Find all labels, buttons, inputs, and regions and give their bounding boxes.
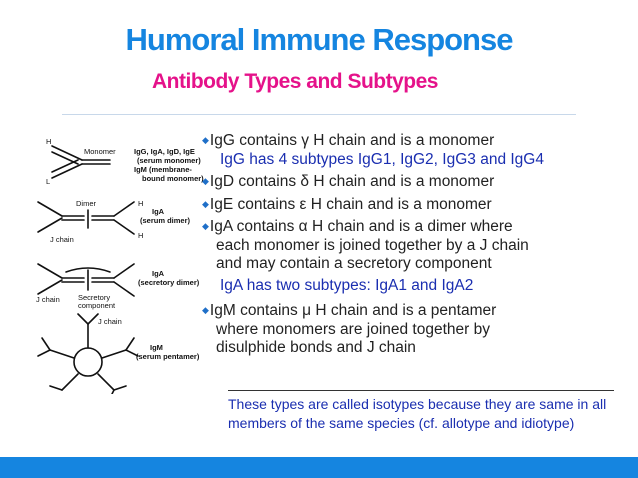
serum-pentamer-label: (serum pentamer): [136, 352, 200, 361]
slide-subtitle: Antibody Types and Subtypes: [152, 70, 438, 93]
monomer-label: Monomer: [84, 147, 116, 156]
diamond-bullet-icon: ◆: [202, 305, 209, 315]
iga-label-2: IgA: [152, 269, 165, 278]
l-label: L: [46, 177, 50, 186]
h-label: H: [46, 137, 51, 146]
title-divider: [62, 114, 576, 115]
bullet-iga-line-3: and may contain a secretory component: [216, 255, 492, 272]
bullet-igm: ◆IgM contains μ H chain and is a pentame…: [202, 302, 497, 319]
iga-label: IgA: [152, 207, 165, 216]
bullet-ige: ◆IgE contains ε H chain and is a monomer: [202, 195, 492, 213]
j-chain-label-2: J chain: [36, 295, 60, 304]
subtext-iga: IgA has two subtypes: IgA1 and IgA2: [220, 276, 474, 294]
slide-title: Humoral Immune Response: [125, 22, 514, 57]
monomer-note: (serum monomer): [137, 156, 201, 165]
diamond-bullet-icon: ◆: [202, 176, 209, 186]
bullet-iga-line-2: each monomer is joined together by a J c…: [216, 236, 529, 254]
bullet-list: ◆IgG contains γ H chain and is a monomer…: [202, 131, 634, 358]
note-divider: [228, 390, 614, 391]
igm-membrane-label-2: bound monomer): [142, 174, 204, 183]
bullet-igm-line-2: where monomers are joined together by: [216, 320, 490, 338]
bullet-iga: ◆IgA contains α H chain and is a dimer w…: [202, 218, 513, 235]
igm-label: IgM: [150, 343, 163, 352]
diamond-bullet-icon: ◆: [202, 221, 209, 231]
bottom-bar: [0, 457, 638, 478]
secretory-dimer-diagram: [37, 263, 135, 297]
bullet-igd: ◆IgD contains δ H chain and is a monomer: [202, 173, 495, 190]
h-label-3: H: [138, 231, 143, 240]
subtext-igg: IgG has 4 subtypes IgG1, IgG2, IgG3 and …: [220, 150, 544, 168]
secretory-component-label: Secretory: [78, 293, 110, 302]
isotype-note: These types are called isotypes because …: [228, 396, 607, 431]
monomer-diagram: [51, 145, 111, 179]
h-label-2: H: [138, 199, 143, 208]
secretory-component-label-2: component: [78, 301, 116, 310]
diamond-bullet-icon: ◆: [202, 135, 209, 145]
dimer-diagram: [37, 201, 135, 235]
bullet-igg: ◆IgG contains γ H chain and is a monomer: [202, 132, 495, 149]
diamond-bullet-icon: ◆: [202, 198, 209, 209]
j-chain-label-3: J chain: [98, 317, 122, 326]
dimer-label: Dimer: [76, 199, 97, 208]
igm-membrane-label: IgM (membrane-: [134, 165, 192, 174]
secretory-dimer-label: (secretory dimer): [138, 278, 200, 287]
antibody-structure-figure: Monomer H L IgG, IgA, IgD, IgE (serum mo…: [36, 137, 204, 394]
j-chain-label: J chain: [50, 235, 74, 244]
pentamer-diagram: [37, 313, 139, 394]
monomer-types: IgG, IgA, IgD, IgE: [134, 147, 195, 156]
serum-dimer-label: (serum dimer): [140, 216, 191, 225]
bullet-igm-line-3: disulphide bonds and J chain: [216, 339, 416, 356]
